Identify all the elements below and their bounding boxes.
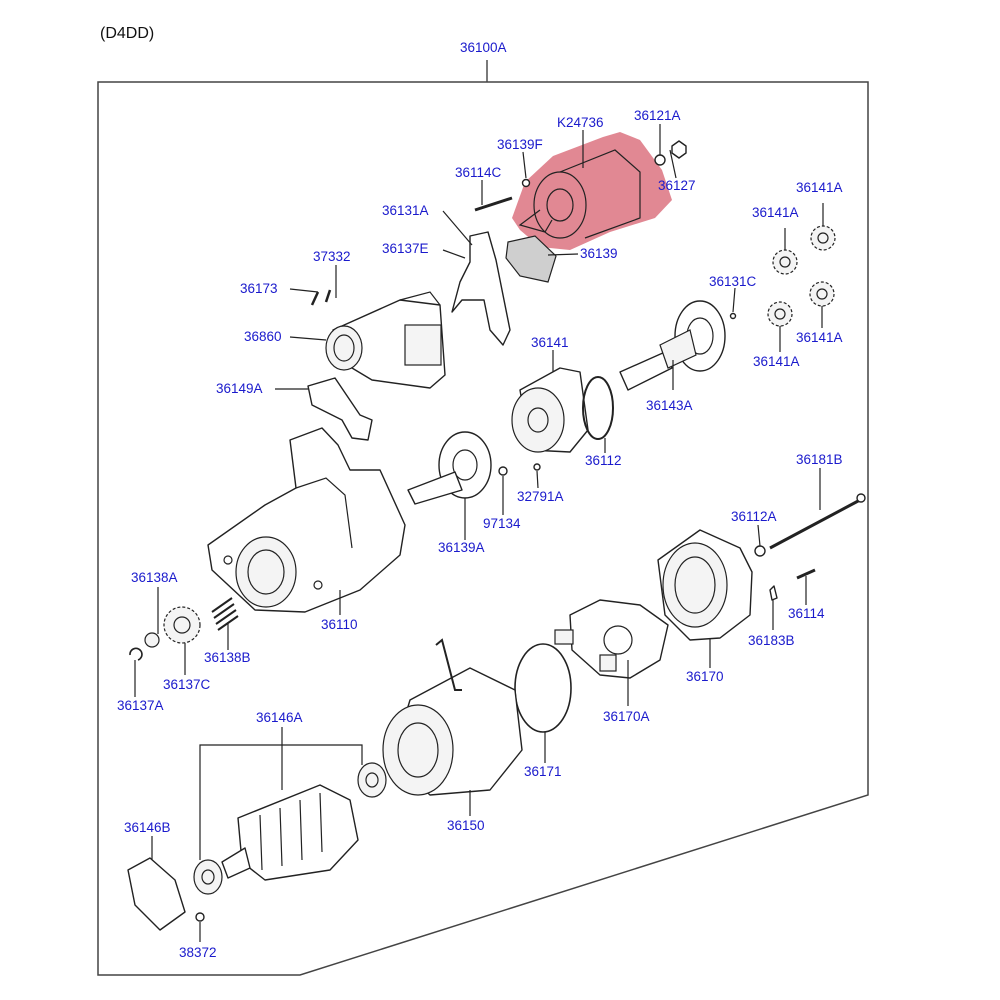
ring-part[interactable]	[582, 376, 614, 440]
callout-32791a[interactable]: 32791A	[517, 489, 564, 504]
screw-36114-part[interactable]	[796, 568, 816, 580]
stop-collar-part[interactable]	[144, 632, 160, 648]
callout-36143a[interactable]: 36143A	[646, 398, 693, 413]
leader-lines	[134, 124, 824, 942]
gear-holder-part[interactable]	[310, 289, 446, 389]
solenoid-switch-part[interactable]	[512, 132, 687, 250]
end-cover-part[interactable]	[127, 857, 186, 931]
callout-36171[interactable]: 36171	[524, 764, 562, 779]
callout-36114c[interactable]: 36114C	[455, 165, 502, 180]
washer-part[interactable]	[498, 466, 508, 476]
callout-36170[interactable]: 36170	[686, 669, 724, 684]
callout-k24736[interactable]: K24736	[557, 115, 604, 130]
pinion-gear-4[interactable]	[809, 281, 835, 307]
callout-36139a[interactable]: 36139A	[438, 540, 485, 555]
callout-37332[interactable]: 37332	[313, 249, 351, 264]
assembly-frame	[97, 81, 869, 976]
o-ring-part[interactable]	[514, 643, 572, 733]
bracket-part[interactable]	[307, 377, 373, 441]
grommet-part[interactable]	[769, 585, 778, 601]
bolt-part[interactable]	[474, 196, 513, 212]
callout-36138b[interactable]: 36138B	[204, 650, 251, 665]
front-housing-part[interactable]	[207, 427, 406, 613]
planetary-shaft-part[interactable]	[619, 300, 726, 391]
internal-gear-part[interactable]	[511, 367, 589, 453]
callout-36181b[interactable]: 36181B	[796, 452, 843, 467]
clutch-gear-part[interactable]	[163, 606, 201, 644]
callout-36149a[interactable]: 36149A	[216, 381, 263, 396]
callout-36146b[interactable]: 36146B	[124, 820, 171, 835]
callout-36138a[interactable]: 36138A	[131, 570, 178, 585]
callout-36114[interactable]: 36114	[788, 606, 825, 621]
model-code: (D4DD)	[100, 25, 154, 42]
brush-holder-part[interactable]	[554, 599, 669, 679]
callout-36131a[interactable]: 36131A	[382, 203, 429, 218]
callout-36141[interactable]: 36141	[531, 335, 569, 350]
callout-38372[interactable]: 38372	[179, 945, 217, 960]
callout-36173[interactable]: 36173	[240, 281, 278, 296]
pinion-gear-3[interactable]	[767, 301, 793, 327]
callout-36141a-3[interactable]: 36141A	[796, 330, 843, 345]
drive-lever-part[interactable]	[451, 231, 511, 346]
small-pin-part[interactable]	[729, 312, 737, 320]
callout-36141a-4[interactable]: 36141A	[753, 354, 800, 369]
through-bolt-part[interactable]	[769, 493, 866, 550]
callout-36183b[interactable]: 36183B	[748, 633, 795, 648]
callout-36139f[interactable]: 36139F	[497, 137, 543, 152]
callout-36137e[interactable]: 36137E	[382, 241, 429, 256]
snap-ring-part[interactable]	[129, 647, 143, 661]
callout-97134[interactable]: 97134	[483, 516, 521, 531]
armature-part[interactable]	[193, 762, 387, 895]
callout-36131c[interactable]: 36131C	[709, 274, 757, 289]
pinion-gear-2[interactable]	[810, 225, 836, 251]
callout-36127[interactable]: 36127	[658, 178, 696, 193]
screw-38372-part[interactable]	[195, 912, 205, 922]
rear-cover-part[interactable]	[657, 529, 753, 641]
washer-36112a-part[interactable]	[754, 545, 766, 557]
callout-36137c[interactable]: 36137C	[163, 677, 211, 692]
callout-36137a[interactable]: 36137A	[117, 698, 164, 713]
callout-36139[interactable]: 36139	[580, 246, 618, 261]
ball-part[interactable]	[533, 463, 541, 471]
callout-36141a-2[interactable]: 36141A	[752, 205, 799, 220]
callout-36146a[interactable]: 36146A	[256, 710, 303, 725]
assembly-number[interactable]: 36100A	[460, 40, 507, 55]
callout-36170a[interactable]: 36170A	[603, 709, 650, 724]
callout-36110[interactable]: 36110	[321, 617, 358, 632]
plunger-part[interactable]	[505, 235, 557, 283]
callout-36112a[interactable]: 36112A	[731, 509, 777, 524]
callout-36121a[interactable]: 36121A	[634, 108, 681, 123]
callout-36141a-1[interactable]: 36141A	[796, 180, 843, 195]
output-shaft-part[interactable]	[407, 431, 492, 505]
callout-36112[interactable]: 36112	[585, 453, 622, 468]
spring-part[interactable]	[211, 597, 239, 631]
callout-36860[interactable]: 36860	[244, 329, 282, 344]
pinion-gear-1[interactable]	[772, 249, 798, 275]
yoke-part[interactable]	[382, 638, 523, 796]
callout-36150[interactable]: 36150	[447, 818, 485, 833]
